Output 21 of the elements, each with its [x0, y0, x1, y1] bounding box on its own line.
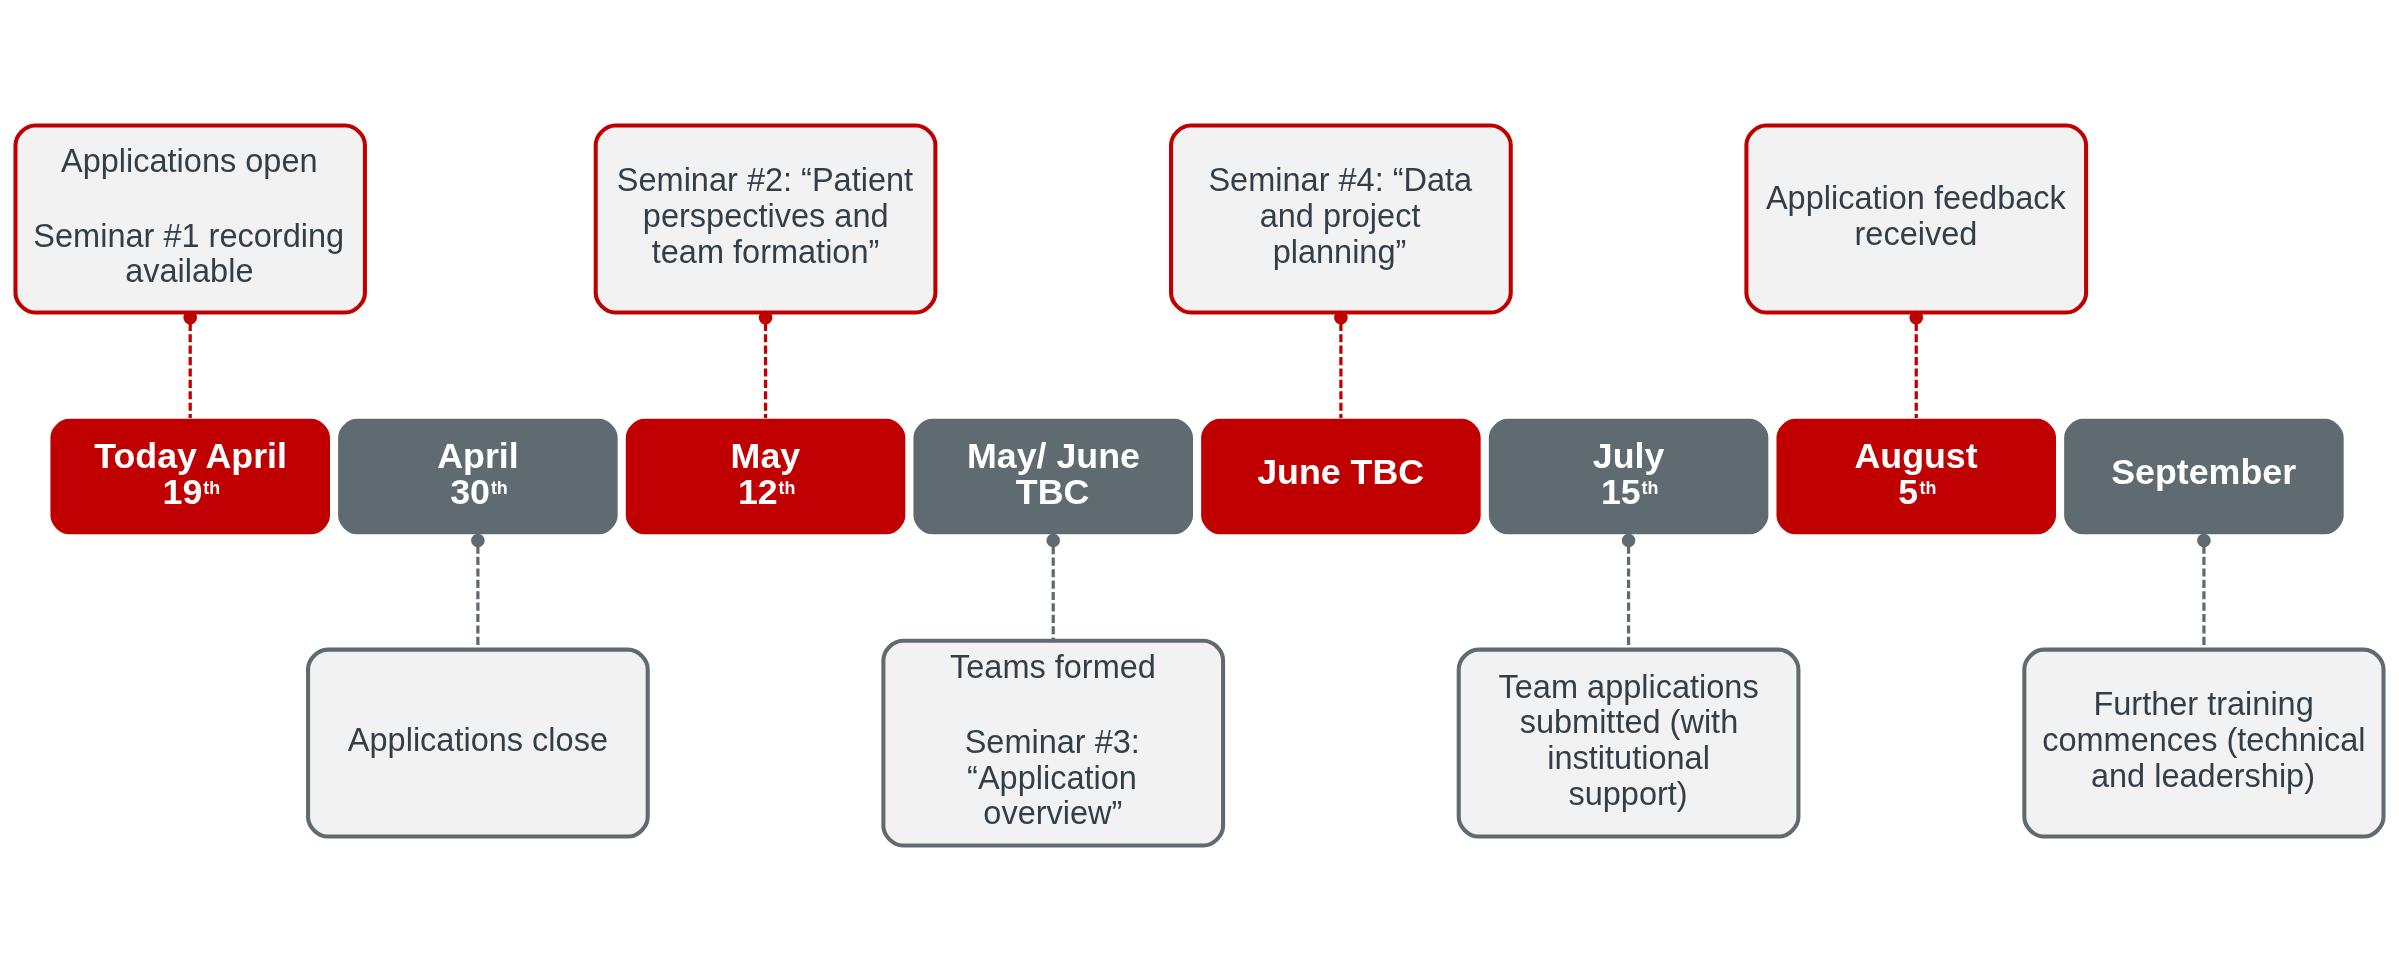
node-box: Seminar #4: “Data and project planning”: [1169, 122, 1513, 314]
node-box: May/ June TBC: [911, 416, 1195, 536]
node-box: Team applications submitted (with institutional support): [1456, 647, 1801, 839]
node-box: June TBC: [1199, 416, 1483, 536]
node-box: Teams formed Seminar #3: “Application overview”: [881, 638, 1226, 848]
node-box: Applications close: [306, 647, 650, 839]
node-box: August 5$^{th}$: [1774, 416, 2058, 536]
node-box: Further training commences (technical and leadership): [2022, 647, 2386, 839]
node-box: May 12$^{th}$: [624, 416, 907, 536]
connector: [1909, 310, 1924, 418]
node-box: Application feedback received: [1744, 122, 2089, 314]
node-box: April 30$^{th}$: [336, 416, 620, 536]
node-box: Today April 19$^{th}$: [48, 416, 332, 536]
node-box: Seminar #2: “Patient perspectives and team formation”: [593, 122, 938, 314]
node-box: July 15$^{th}$: [1487, 416, 1770, 536]
connector: [1046, 533, 1061, 640]
connector: [1334, 310, 1348, 418]
connector: [183, 310, 198, 418]
node-box: September: [2062, 416, 2346, 536]
connector: [758, 310, 773, 418]
node-box: Applications open Seminar #1 recording available: [13, 122, 367, 314]
